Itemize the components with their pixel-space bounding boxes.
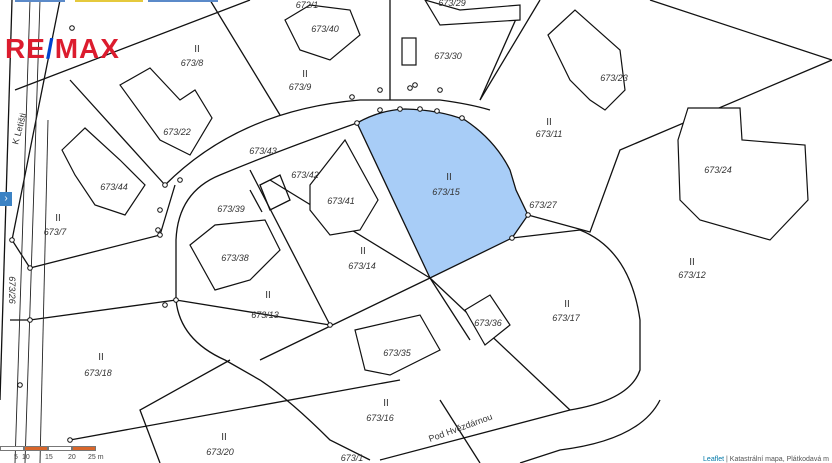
top-tab-strip [75,0,143,2]
parcel-label[interactable]: 673/42 [291,170,319,180]
boundary-points [9,25,531,443]
parcel-label[interactable]: 673/38 [221,253,249,263]
svg-text:II: II [446,172,452,183]
parcel-label[interactable]: 673/35 [383,348,412,358]
boundary-point [354,120,360,126]
scale-label: 15 [45,454,53,461]
parcel-label[interactable]: 673/24 [704,165,732,175]
boundary-point [155,227,161,233]
svg-text:II: II [546,117,552,128]
parcel-labels: 672/1 673/8 673/40 673/29 673/30 673/23 … [7,0,732,463]
boundary-point [525,212,531,218]
svg-text:II: II [564,299,570,310]
boundary-point [377,87,383,93]
parcel-label[interactable]: 673/15 [432,187,461,197]
boundary-point [349,94,355,100]
parcel-label[interactable]: 673/36 [474,318,502,328]
road-right-edge [527,59,832,233]
parcel-label[interactable]: 673/29 [438,0,466,8]
parcel-label[interactable]: 673/9 [289,82,312,92]
boundary-point [69,25,75,31]
highlighted-parcel-673-15[interactable] [356,108,529,279]
road-outer-loop [164,99,491,186]
scale-label: 10 [22,454,30,461]
road-inner-loop [175,122,371,461]
map-attribution: Leaflet | Katastrální mapa, Plátkodavá m [700,456,832,463]
road-inner-right [379,229,641,461]
boundary-point [397,106,403,112]
boundary-point [9,237,15,243]
top-tab-strip [15,0,65,2]
boundary-point [434,108,440,114]
parcel-label[interactable]: 673/11 [536,129,563,139]
scale-label: 25 m [88,454,104,461]
parcel-label[interactable]: 672/1 [296,0,319,10]
boundary-point [162,182,168,188]
parcel-label[interactable]: 673/40 [311,24,339,34]
road-lower [519,399,661,463]
parcel-label[interactable]: 673/44 [100,182,128,192]
parcel-label[interactable]: 673/22 [163,127,191,137]
svg-text:II: II [194,44,200,55]
svg-text:II: II [221,432,227,443]
land-class-marks: II II II II II II II II II II II II [55,44,695,443]
parcel-label[interactable]: 673/43 [249,146,277,156]
boundary-point [327,322,333,328]
parcel-label[interactable]: 673/1 [341,453,364,463]
buildings [61,0,809,376]
parcel-label[interactable]: 673/30 [434,51,462,61]
boundary-point [177,177,183,183]
scale-label: 5 [14,454,18,461]
parcel-label[interactable]: 673/26 [7,276,17,304]
parcel-label[interactable]: 673/17 [552,313,581,323]
parcel-label[interactable]: 673/7 [44,227,68,237]
map-scale: 5 10 15 20 25 m [0,443,110,463]
parcel-label[interactable]: 673/18 [84,368,112,378]
svg-text:II: II [265,290,271,301]
boundary-point [173,297,179,303]
boundary-point [157,207,163,213]
parcel-label[interactable]: 673/14 [348,261,376,271]
boundary-point [412,82,418,88]
scale-label: 20 [68,454,76,461]
boundary-point [437,87,443,93]
leaflet-link[interactable]: Leaflet [703,456,725,463]
boundary-point [417,106,423,112]
parcel-label[interactable]: 673/27 [529,200,558,210]
boundary-point [459,115,465,121]
parcel-label[interactable]: 673/8 [181,58,204,68]
svg-text:II: II [360,246,366,257]
chevron-right-icon[interactable]: › [0,192,12,206]
parcel-label[interactable]: 673/39 [217,204,245,214]
boundary-point [27,265,33,271]
boundary-point [157,232,163,238]
svg-text:II: II [55,213,61,224]
boundary-point [162,302,168,308]
svg-text:II: II [302,69,308,80]
boundary-point [67,437,73,443]
parcel-label[interactable]: 673/23 [600,73,628,83]
svg-text:II: II [98,352,104,363]
parcel-label[interactable]: 673/41 [327,196,355,206]
boundary-point [377,107,383,113]
top-tab-strip [148,0,218,2]
boundary-point [509,235,515,241]
parcel-label[interactable]: 673/20 [206,447,234,457]
svg-text:II: II [689,257,695,268]
remax-logo: RE/MAX [5,33,120,64]
parcel-label[interactable]: 673/16 [366,413,394,423]
boundary-point [407,85,413,91]
svg-text:II: II [383,398,389,409]
boundary-point [27,317,33,323]
boundary-point [17,382,23,388]
parcel-label[interactable]: 673/12 [678,270,706,280]
parcel-label[interactable]: 673/13 [251,310,279,320]
